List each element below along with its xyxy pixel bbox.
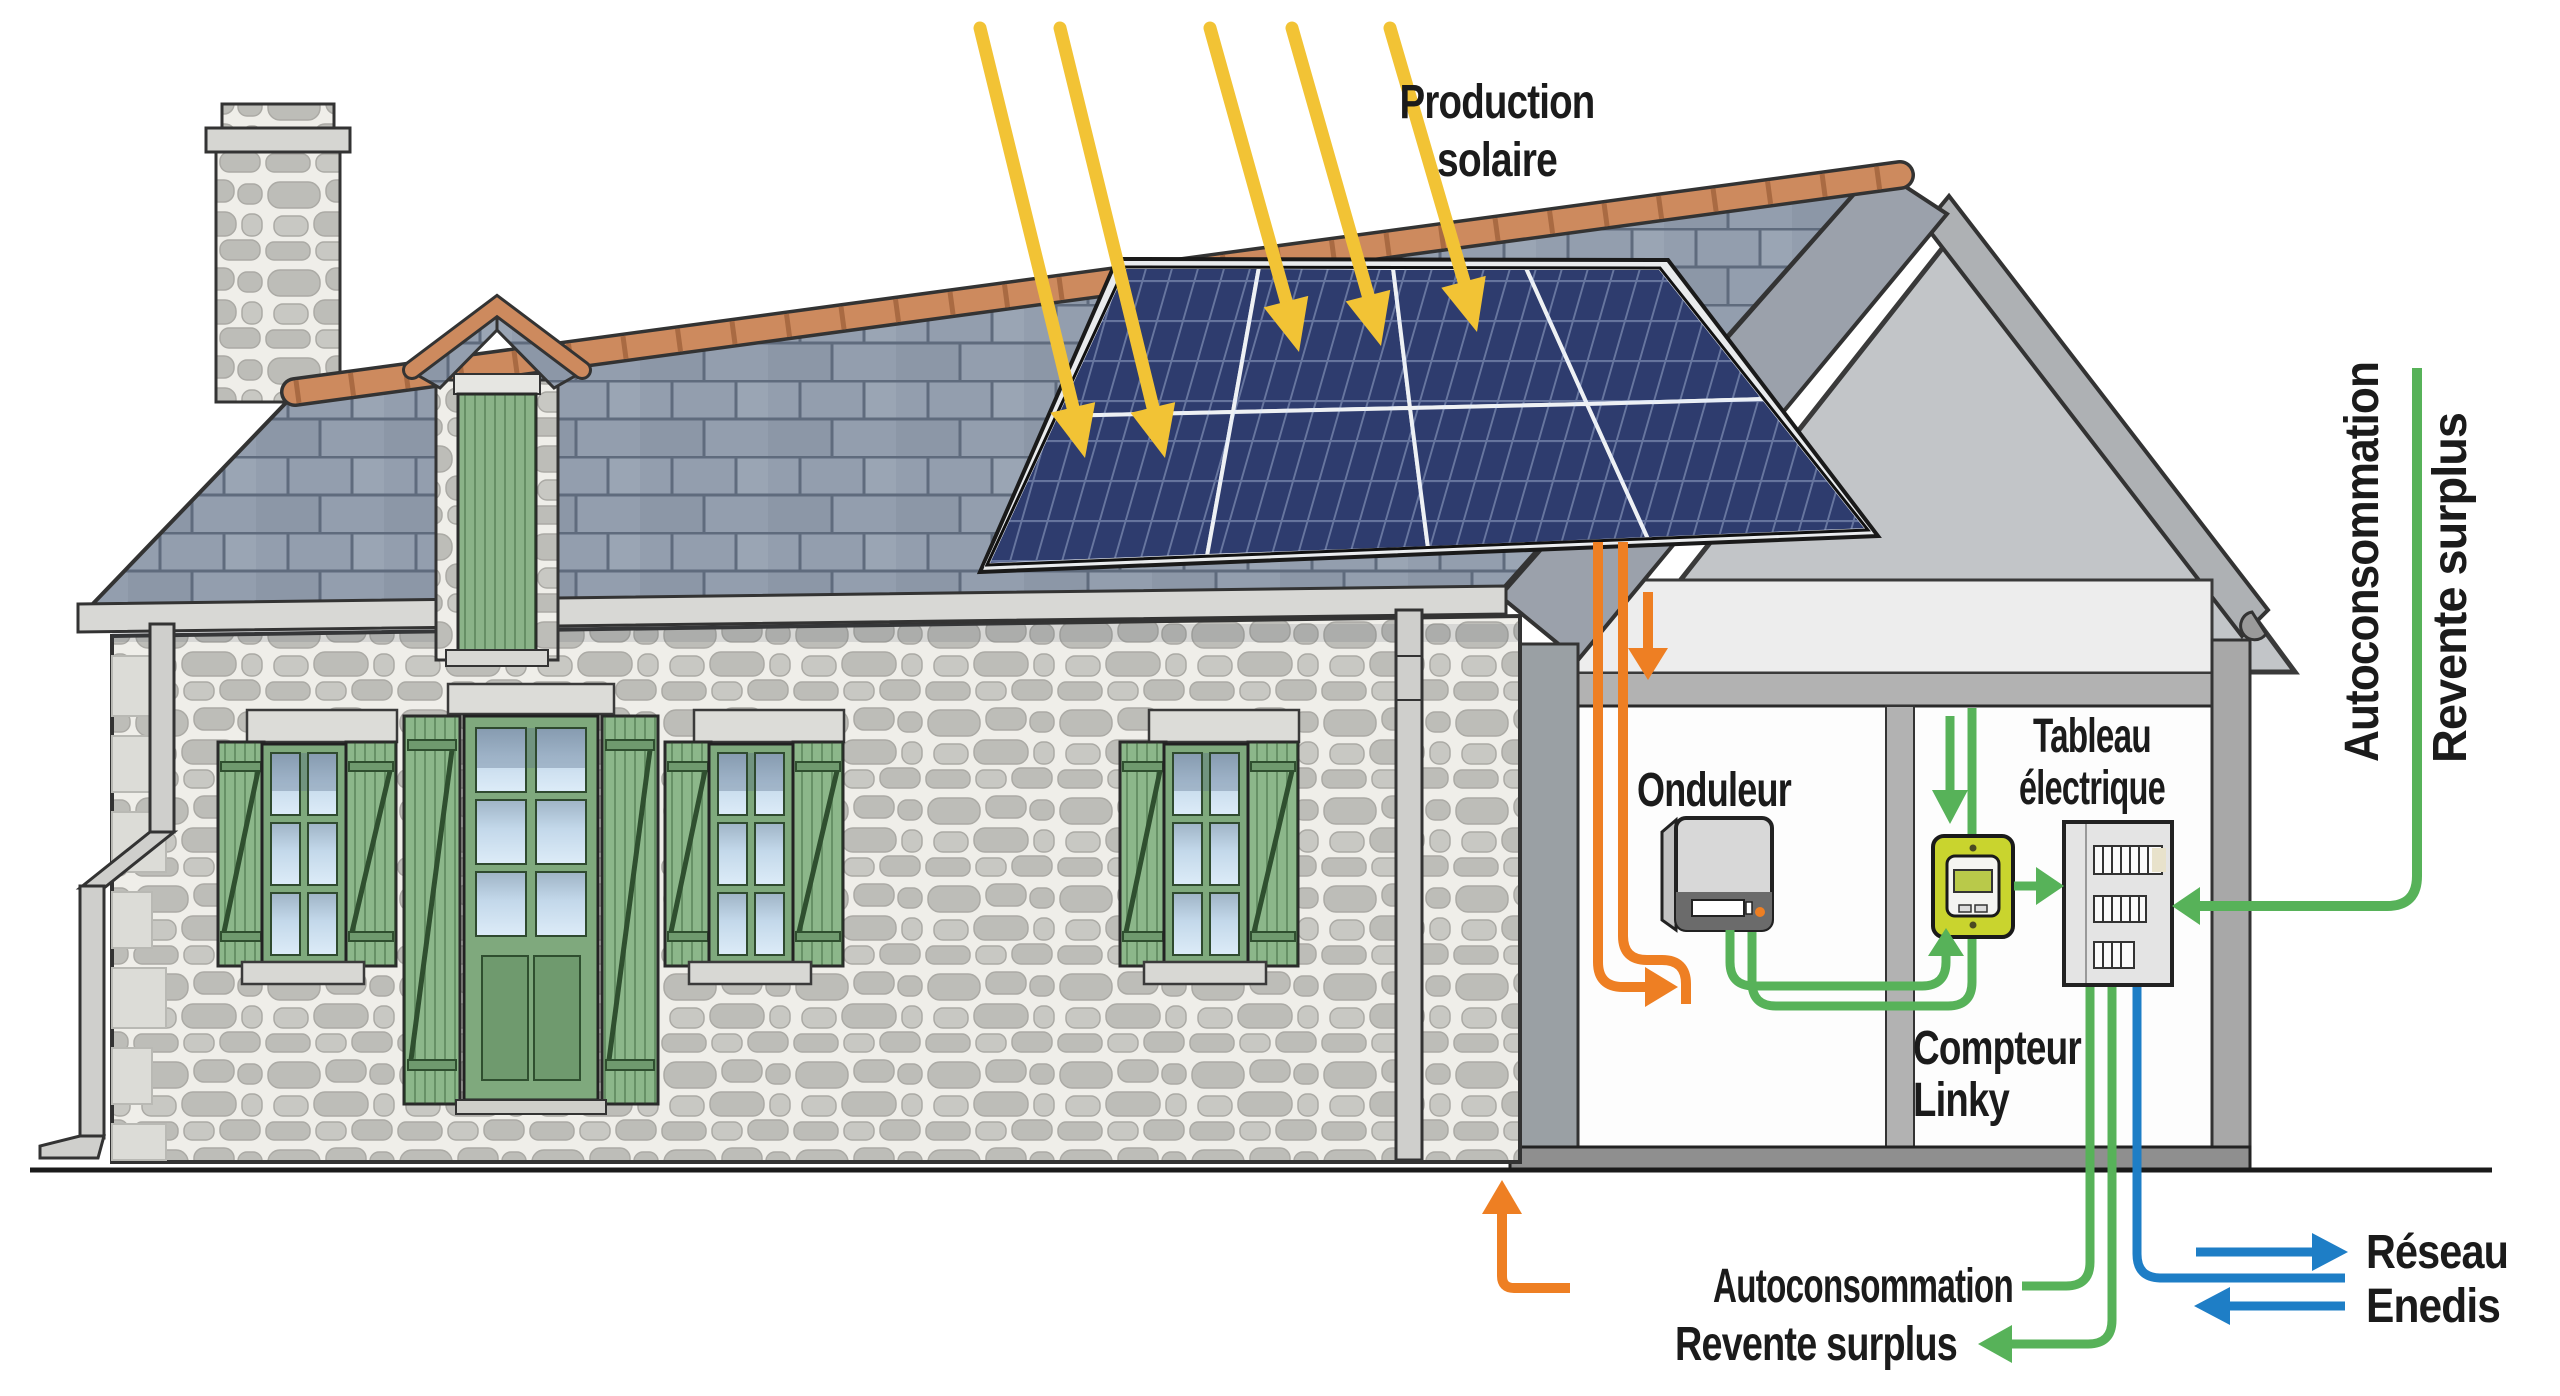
linky-screw [1969, 921, 1977, 929]
dormer [402, 293, 592, 667]
dc-wire [1593, 542, 1645, 992]
sun-rays [973, 21, 1486, 458]
sun-ray [973, 21, 1096, 458]
label-grid-1: Réseau [2366, 1226, 2508, 1279]
ac-left-arrow [1978, 1325, 2012, 1363]
front-door [402, 682, 660, 1115]
downspout-left [38, 622, 179, 1160]
ac-up-arrow [1928, 928, 1964, 956]
sun-ray [1203, 21, 1309, 352]
house [110, 102, 1522, 1164]
label-meter-2: Linky [1913, 1074, 2010, 1127]
label-meter-1: Compteur [1913, 1022, 2081, 1075]
label-board-1: Tableau [2033, 710, 2151, 763]
inverter-led [1755, 907, 1765, 917]
linky-meter-device [1931, 834, 2015, 939]
cut-wall [1518, 642, 1580, 1149]
label-side-revente: Revente surplus [2424, 413, 2477, 763]
labels: Production solaire Onduleur Tableau élec… [1400, 76, 2510, 1371]
ac-wire-side [2200, 368, 2422, 911]
downspout-right [1394, 608, 1424, 1162]
ac-wire-inverter-to-meter [1725, 930, 1951, 991]
ac-meter-to-board-arrow [2014, 867, 2064, 905]
inverter-device [1660, 816, 1774, 933]
label-bottom-autoconsommation: Autoconsommation [1713, 1260, 2013, 1313]
label-grid-2: Enedis [2366, 1280, 2500, 1333]
ac-wire-behind-meter [1747, 708, 1977, 1011]
ac-board-arrow [2172, 887, 2200, 925]
chimney [204, 102, 352, 404]
door-glass [475, 727, 587, 937]
dc-flow-arrow [1645, 967, 1678, 1007]
partition-wall [1885, 705, 1915, 1148]
solar-panel-array [976, 256, 1882, 575]
ac-wire-revente [2012, 986, 2117, 1349]
window [1120, 710, 1299, 984]
breaker-modules [2102, 846, 2149, 968]
breaker-panel-device [2062, 820, 2174, 987]
label-board-2: électrique [2019, 762, 2165, 815]
grid-export-arrow [2196, 1233, 2348, 1271]
window [665, 710, 844, 984]
sun-ray [1053, 21, 1176, 458]
label-side-autoconsommation: Autoconsommation [2336, 362, 2389, 762]
ceiling-joist [1576, 672, 2213, 707]
door-shutter-left [402, 714, 462, 1106]
linky-lcd [1953, 869, 1993, 893]
sun-ray [1285, 21, 1391, 346]
sun-ray [1383, 21, 1486, 332]
door-lintel [446, 682, 616, 716]
dormer-sill [445, 649, 549, 667]
label-production-2: solaire [1437, 134, 1557, 187]
dc-wire [1618, 542, 1691, 1004]
ac-wire-autoconsommation [2022, 986, 2095, 1291]
door-shutter-right [600, 714, 660, 1106]
label-bottom-revente: Revente surplus [1675, 1318, 1957, 1371]
inverter-display [1691, 899, 1745, 917]
corner-quoins [111, 655, 167, 1161]
wiring [1482, 542, 2348, 1363]
wiring-over [1725, 368, 2422, 991]
right-gutter-hook [2239, 610, 2268, 642]
label-inverter: Onduleur [1637, 764, 1791, 817]
grid-import-arrow [2194, 1287, 2345, 1325]
dc-attic-arrow [1628, 592, 1668, 680]
dc-up-arrow [1482, 1180, 1522, 1214]
grid-wire [2132, 986, 2345, 1283]
label-production-1: Production [1400, 76, 1595, 129]
right-wall [2210, 638, 2252, 1149]
linky-button [1974, 904, 1988, 913]
linky-button [1958, 904, 1972, 913]
dc-wire-autoconsommation [1497, 1212, 1570, 1293]
linky-screw [1969, 844, 1977, 852]
dormer-ridge [405, 297, 589, 377]
attic-floor [1575, 578, 2214, 675]
ac-down-arrow [1932, 716, 1968, 824]
door-threshold [455, 1099, 607, 1115]
